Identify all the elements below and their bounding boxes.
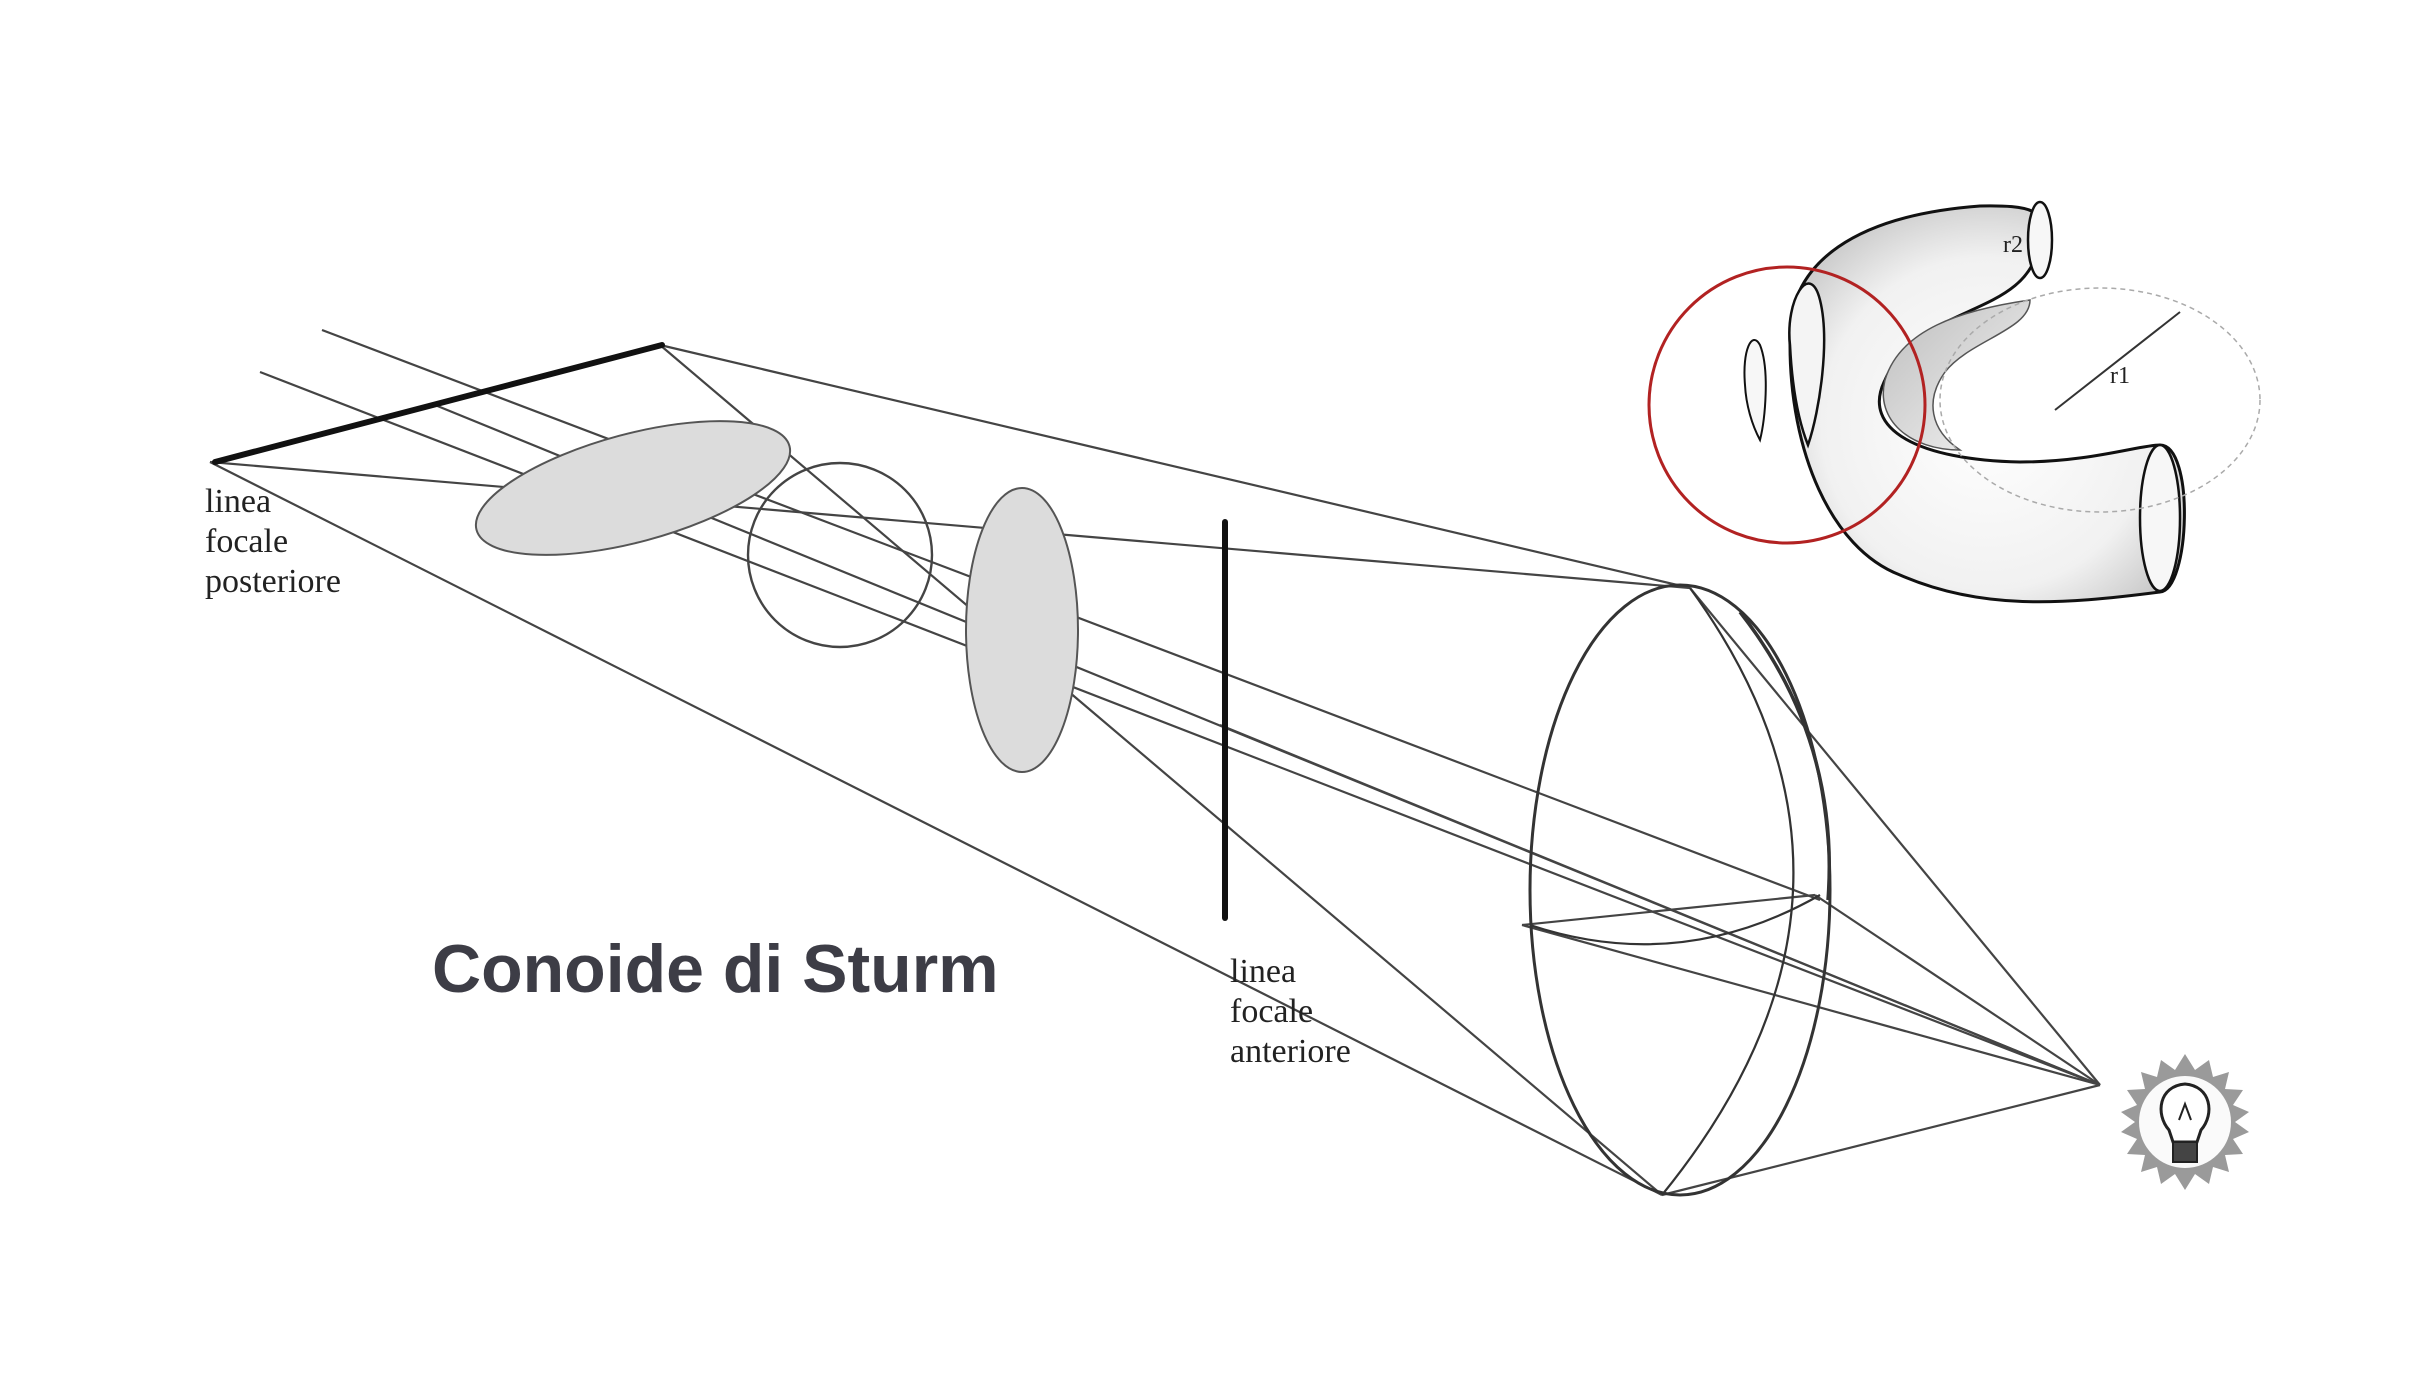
ray [1219,723,2101,1087]
ray [209,461,1663,1196]
ray [209,460,1691,590]
ray [1661,1083,2101,1197]
lens-vertical-section [1661,587,1795,1196]
r2-label: r2 [2003,232,2023,258]
r1-label: r1 [2110,363,2130,389]
anterior-focal-line-label: linea focale anteriore [1230,953,1351,1070]
torus-diagram [1647,200,2261,604]
torus-guide-ellipse [1939,287,2261,513]
ray [659,343,1691,590]
lens-horizontal-section [1529,894,1821,946]
torus-end-cap-top [2026,200,2054,280]
ray [659,344,1663,1196]
horizontal-ellipse [474,420,792,556]
torus-end-cap-bottom [2138,443,2182,593]
ray [1521,923,2101,1087]
highlight-circle [1647,265,1927,545]
posterior-focal-line [212,342,665,465]
lens-outline [1528,583,1832,1197]
lens-rim [1738,610,1832,901]
light-bulb-icon [2121,1054,2249,1190]
diagram-title: Conoide di Sturm [432,931,999,1007]
lens [1528,583,1832,1197]
torus-body [1788,204,2186,604]
torus-left-cut [1743,338,1767,443]
ray [1521,893,1816,927]
ray [1689,587,2101,1086]
ray [1814,894,2101,1086]
r1-radius-line [2054,311,2181,411]
circle-of-least-confusion [746,461,934,649]
torus-left-cap [1788,282,1826,449]
vertical-ellipse [965,487,1079,773]
posterior-focal-line-label: linea focale posteriore [205,483,341,600]
